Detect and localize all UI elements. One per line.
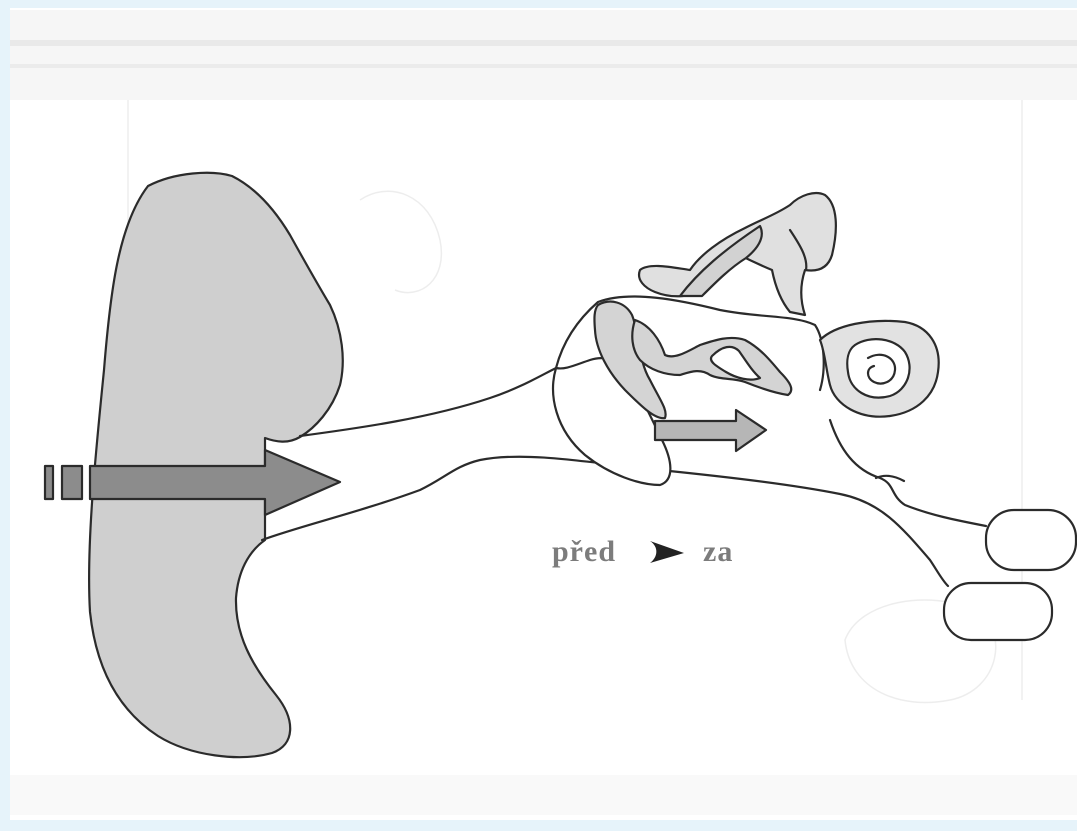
arrow-tail-dash <box>45 466 53 499</box>
scan-noise-band-bottom <box>10 775 1077 815</box>
caption-after: za <box>703 535 733 568</box>
scan-noise-band-line <box>10 40 1077 46</box>
scan-noise-band <box>10 10 1077 100</box>
arrow-tail-dash <box>62 466 82 499</box>
scan-noise-band-line <box>10 64 1077 68</box>
nerve-capsule-lower <box>944 583 1052 640</box>
nerve-capsule-upper <box>986 510 1076 570</box>
cochlea-spiral <box>847 339 909 397</box>
caption-before: před <box>552 535 616 568</box>
